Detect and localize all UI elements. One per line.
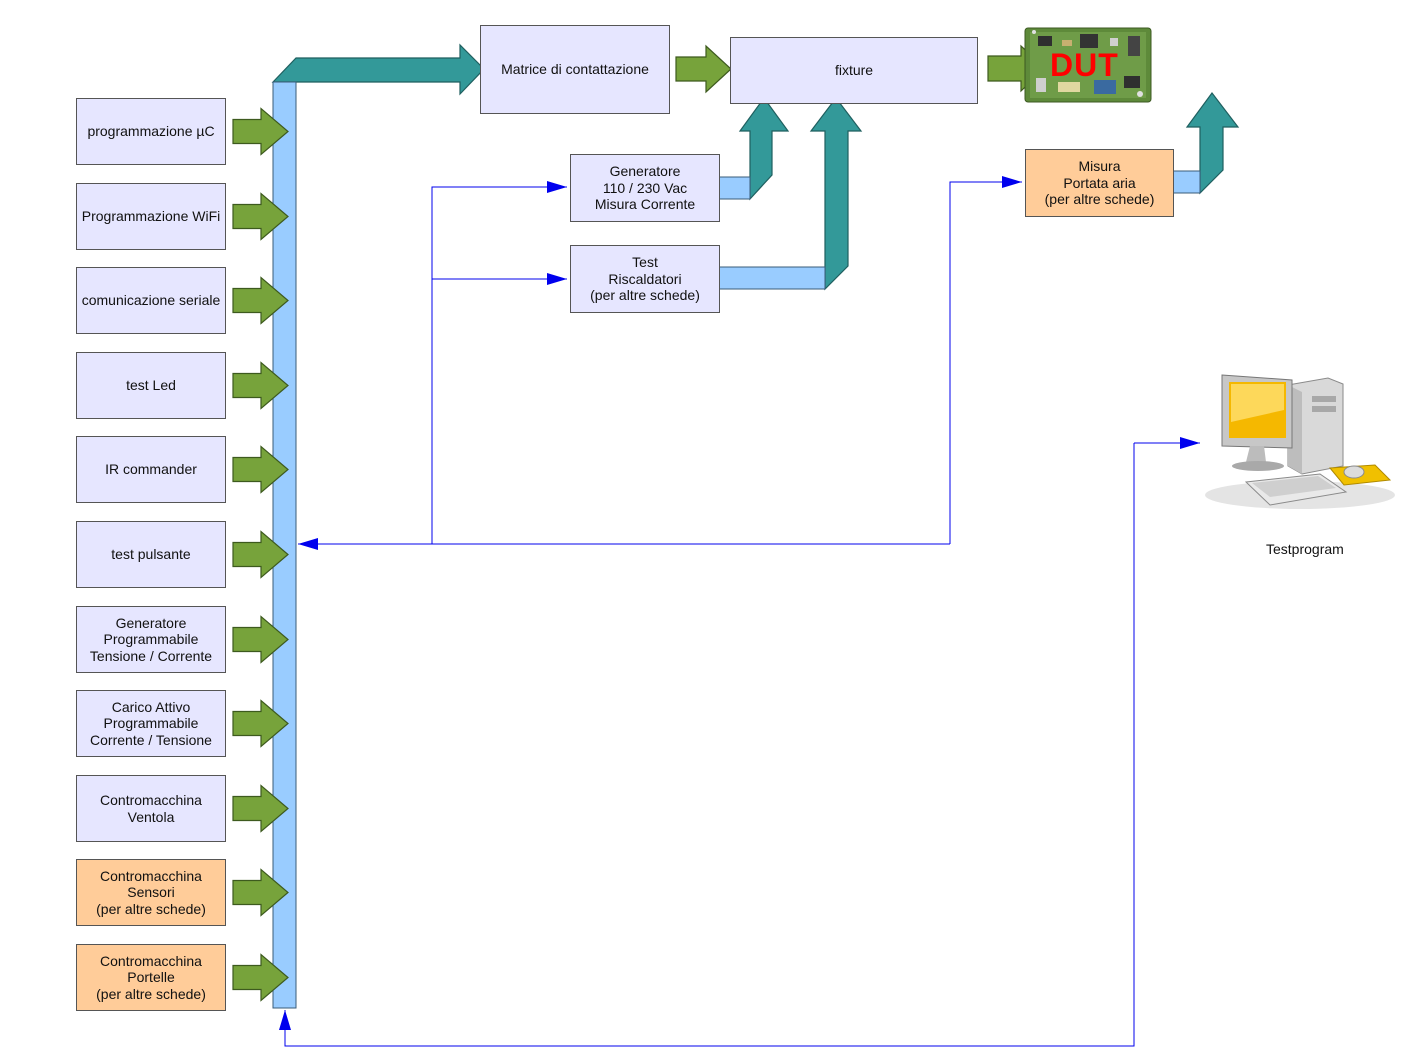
dut-label: DUT [1050,47,1119,83]
matrix-node: Matrice di contattazione [480,25,670,114]
green-arrow-module-to-bus [232,868,289,917]
green-arrow-module-to-bus [232,361,289,410]
teal-arrow-heaters-to-fixture [809,97,863,291]
fixture-node: fixture [730,37,978,104]
green-arrow-matrix-to-fixture [675,44,732,94]
link-pc-to-bus [279,443,1135,1047]
module-box: Contromacchina Portelle (per altre sched… [76,944,226,1011]
module-box: comunicazione seriale [76,267,226,334]
green-arrow-module-to-bus [232,445,289,494]
green-arrow-module-to-bus [232,107,289,156]
module-box: IR commander [76,436,226,503]
link-airflow [949,176,1022,544]
module-box: test Led [76,352,226,419]
generator-node: Generatore 110 / 230 Vac Misura Corrente [570,154,720,222]
link-to-generator [431,181,567,544]
teal-arrow-bus-to-matrix [271,43,485,96]
module-box: test pulsante [76,521,226,588]
green-arrow-module-to-bus [232,953,289,1002]
module-box: programmazione µC [76,98,226,165]
green-arrow-module-to-bus [232,784,289,833]
pcb-board-icon [1024,27,1152,103]
module-box: Contromacchina Ventola [76,775,226,842]
module-box: Carico Attivo Programmabile Corrente / T… [76,690,226,757]
heaters-output-connector [713,266,826,290]
teal-arrow-generator-to-fixture [738,96,790,201]
pc-label: Testprogram [1266,541,1344,557]
green-arrow-module-to-bus [232,192,289,241]
green-arrow-module-to-bus [232,699,289,748]
green-arrow-module-to-bus [232,276,289,325]
green-arrow-module-to-bus [232,530,289,579]
teal-arrow-airflow-up [1185,91,1240,195]
module-box: Generatore Programmabile Tensione / Corr… [76,606,226,673]
heaters-node: Test Riscaldatori (per altre schede) [570,245,720,313]
desktop-computer-icon [1205,374,1395,509]
airflow-node: Misura Portata aria (per altre schede) [1025,149,1174,217]
module-box: Programmazione WiFi [76,183,226,250]
module-box: Contromacchina Sensori (per altre schede… [76,859,226,926]
green-arrow-module-to-bus [232,615,289,664]
